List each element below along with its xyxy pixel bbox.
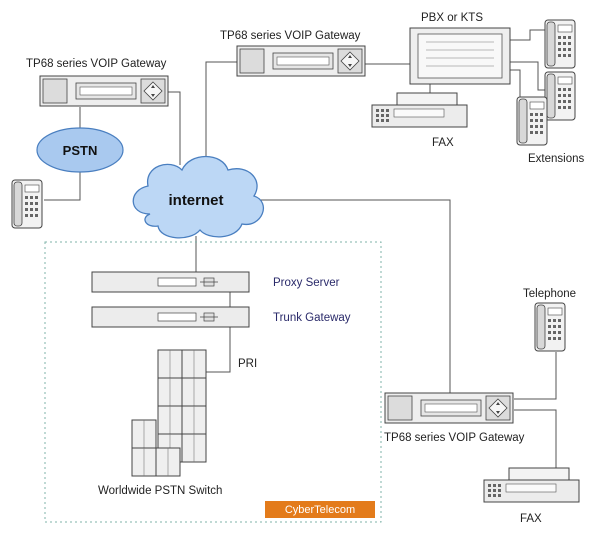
extension-phone-2: [544, 71, 576, 121]
pri-label: PRI: [238, 358, 257, 370]
extension-phone-3: [516, 96, 548, 146]
cybertelecom-badge: CyberTelecom: [265, 501, 375, 518]
fax-bottom: [483, 467, 580, 503]
trunk-gateway-label: Trunk Gateway: [273, 312, 351, 324]
fax-top: [371, 92, 468, 128]
proxy-server: [91, 271, 250, 293]
pbx-unit: [409, 27, 511, 85]
switch-label: Worldwide PSTN Switch: [98, 485, 222, 497]
fax-bottom-label: FAX: [520, 513, 542, 525]
fax-top-label: FAX: [432, 137, 454, 149]
telephone-left: [11, 179, 43, 229]
gateway-top: [236, 45, 366, 77]
gateway-right-label: TP68 series VOIP Gateway: [384, 432, 525, 444]
telephone-right: [534, 302, 566, 352]
pbx-label: PBX or KTS: [421, 12, 483, 24]
trunk-gateway: [91, 306, 250, 328]
gateway-left-label: TP68 series VOIP Gateway: [26, 58, 167, 70]
gateway-right: [384, 392, 514, 424]
extension-phone-1: [544, 19, 576, 69]
internet-label: internet: [168, 192, 223, 209]
gateway-top-label: TP68 series VOIP Gateway: [220, 30, 361, 42]
pstn-switch: [131, 349, 207, 477]
badge-label: CyberTelecom: [285, 504, 355, 516]
gateway-left: [39, 75, 169, 107]
cybertelecom-boundary: [44, 241, 382, 523]
pstn-cloud: PSTN: [36, 127, 124, 173]
pstn-label: PSTN: [63, 143, 98, 158]
proxy-server-label: Proxy Server: [273, 277, 340, 289]
telephone-label: Telephone: [523, 288, 576, 300]
extensions-label: Extensions: [528, 153, 585, 165]
internet-cloud: internet: [132, 156, 264, 239]
